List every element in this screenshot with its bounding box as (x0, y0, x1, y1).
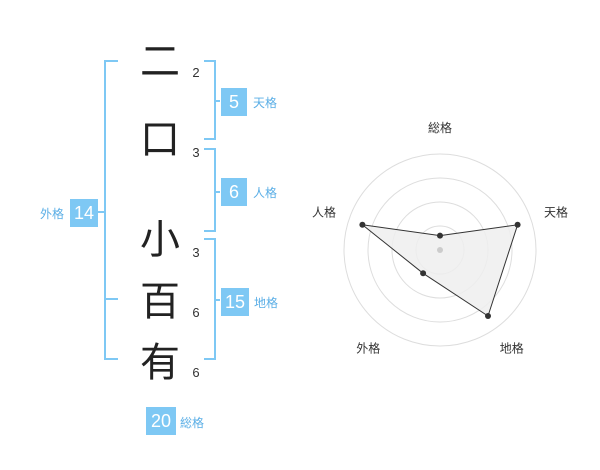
tenkaku-value-badge: 5 (221, 88, 247, 116)
stroke-count-5: 6 (192, 365, 200, 380)
radar-axis-label: 人格 (312, 204, 336, 219)
radar-value-polygon (360, 224, 519, 317)
gaikaku-label: 外格 (40, 207, 65, 221)
stroke-count-3: 3 (192, 245, 200, 260)
chikaku-label: 地格 (254, 296, 279, 310)
radar-data-point (420, 270, 427, 277)
name-char-5: 有 (140, 340, 180, 386)
gaikaku-value-badge: 14 (70, 199, 98, 227)
radar-grid-ring (367, 177, 513, 323)
name-char-3: 小 (140, 217, 180, 263)
radar-axis-label: 総格 (428, 120, 452, 135)
chikaku-value-badge: 15 (221, 288, 249, 316)
soukaku-value-badge: 20 (146, 407, 176, 435)
radar-axis-label: 外格 (356, 341, 380, 356)
name-char-4: 百 (140, 279, 180, 325)
radar-data-point (437, 232, 443, 239)
jinkaku-value-badge: 6 (221, 178, 247, 206)
name-char-1: 二 (140, 39, 180, 85)
tenkaku-label: 天格 (253, 96, 278, 110)
radar-data-point (514, 221, 521, 228)
stroke-count-4: 6 (192, 305, 200, 320)
radar-center-dot (437, 247, 443, 253)
stroke-count-1: 2 (192, 65, 200, 80)
soukaku-label: 総格 (180, 416, 205, 430)
radar-axis-label: 地格 (500, 341, 524, 356)
radar-data-point (359, 221, 366, 228)
name-char-2: 口 (140, 117, 180, 163)
radar-data-point (485, 313, 491, 319)
radar-grid-ring (343, 153, 537, 347)
jinkaku-label: 人格 (253, 186, 278, 200)
stroke-count-2: 3 (192, 145, 200, 160)
radar-axis-label: 天格 (544, 204, 568, 219)
